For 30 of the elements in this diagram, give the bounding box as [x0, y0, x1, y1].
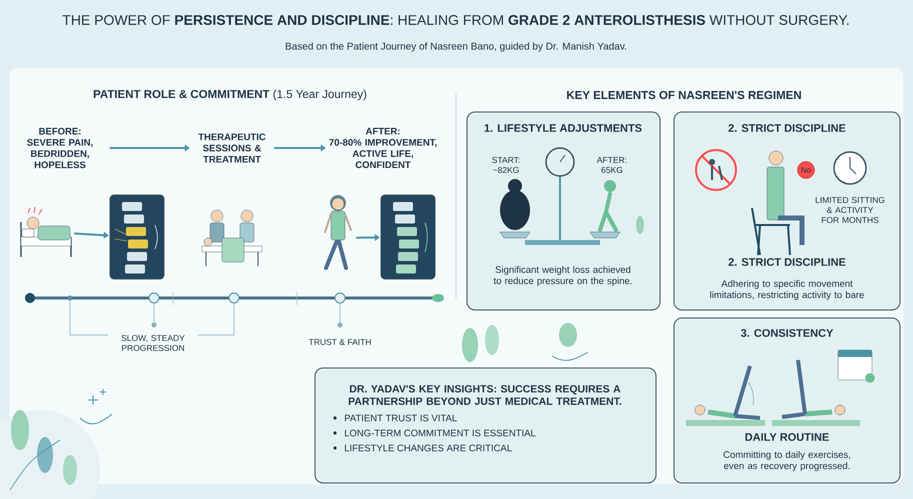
bed-patient-drawing	[20, 206, 72, 257]
card-text: Significant weight loss achieved to reduce pressure on the spine.	[494, 266, 632, 286]
subtitle: Based on the Patient Journey of Nasreen Bano, guided by Dr. Manish Yadav.	[286, 42, 626, 52]
no-badge: No	[797, 161, 815, 179]
spine-xray-drawing	[380, 194, 436, 280]
card-title: 2. STRICT DISCIPLINE	[728, 258, 846, 266]
spine-xray-drawing	[110, 194, 164, 280]
card-title: DR. YADAV'S KEY INSIGHTS: SUCCESS REQUIRES A PARTNERSHIP BEYOND JUST MEDICAL TREATMENT.	[348, 385, 622, 405]
step-label: THERAPEUTIC SESSIONS & TREATMENT	[198, 133, 266, 163]
timeline-label: SLOW, STEADY PROGRESSION	[122, 335, 185, 351]
card-title: 2. STRICT DISCIPLINE	[728, 124, 846, 132]
title: THE POWER OF PERSISTENCE AND DISCIPLINE: HEALING FROM GRADE 2 ANTEROLISTHESIS WITHOUT SURGERY.	[62, 15, 848, 25]
card-text: LIMITED SITTING & ACTIVITY FOR MONTHS	[816, 197, 884, 223]
bullet-item: LONG-TERM COMMITMENT IS ESSENTIAL	[333, 430, 536, 436]
weight-label: START: ~82KG	[492, 157, 520, 173]
bullet-item: LIFESTYLE CHANGES ARE CRITICAL	[333, 444, 512, 452]
therapy-session-drawing	[202, 210, 262, 266]
card-text: Committing to daily exercises, even as recovery progressed.	[724, 450, 850, 472]
bullet-item: PATIENT TRUST IS VITAL	[333, 414, 457, 422]
weight-label: AFTER: 65KG	[596, 157, 626, 173]
timeline-label: TRUST & FAITH	[308, 339, 371, 345]
card-text: Adhering to specific movement limitations, restricting activity to bare	[710, 280, 864, 300]
step-label: BEFORE: SEVERE PAIN, BEDRIDDEN, HOPELESS	[27, 128, 93, 168]
walking-woman-drawing	[324, 195, 352, 270]
card-subtitle: DAILY ROUTINE	[745, 433, 829, 441]
step-label: AFTER: 70-80% IMPROVEMENT, ACTIVE LIFE, CONFIDENT	[329, 128, 436, 168]
card-title: 1. LIFESTYLE ADJUSTMENTS	[484, 124, 642, 132]
card-title: 3. CONSISTENCY	[740, 329, 834, 337]
section-heading: KEY ELEMENTS OF NASREEN'S REGIMEN	[567, 90, 801, 100]
section-heading: PATIENT ROLE & COMMITMENT (1.5 Year Journey)	[94, 90, 366, 100]
